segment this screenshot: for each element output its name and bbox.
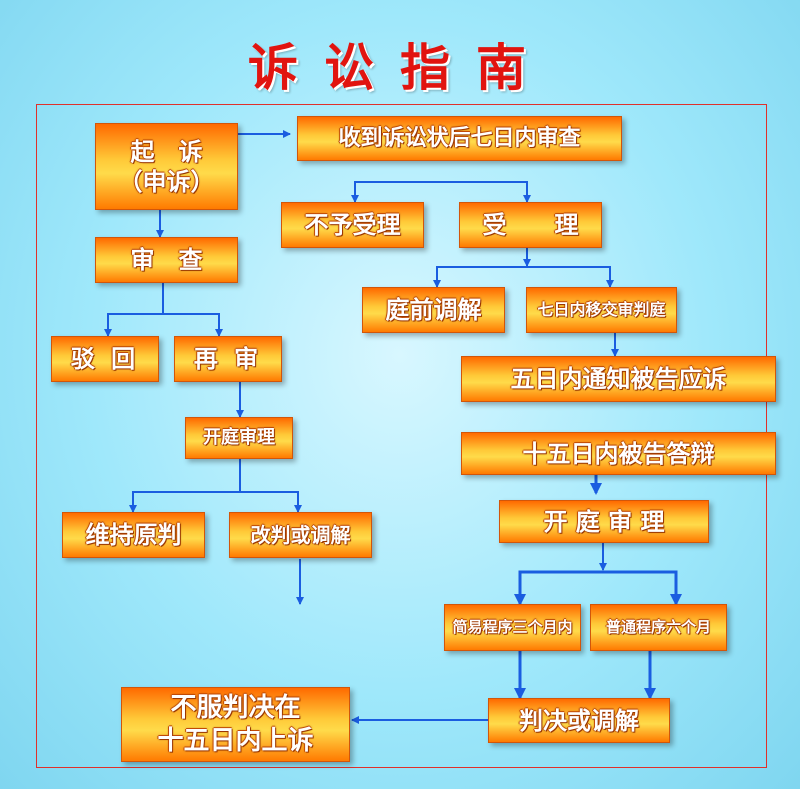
box-shouli: 受 理 xyxy=(459,202,602,248)
branch-shouli xyxy=(436,266,611,287)
box-shangsu: 不服判决在 十五日内上诉 xyxy=(121,687,350,762)
box-dabian: 十五日内被告答辩 xyxy=(461,432,776,475)
box-zaishen: 再 审 xyxy=(174,336,282,382)
box-putong: 普通程序六个月 xyxy=(590,604,727,651)
box-buyu: 不予受理 xyxy=(281,202,424,248)
box-tingqian: 庭前调解 xyxy=(362,287,505,333)
box-kaiting1: 开庭审理 xyxy=(185,417,293,459)
box-bohui: 驳 回 xyxy=(51,336,159,382)
box-gaipan: 改判或调解 xyxy=(229,512,372,558)
box-jianyi: 简易程序三个月内 xyxy=(444,604,581,651)
branch-kaiting2 xyxy=(518,570,678,604)
page-title: 诉讼指南 xyxy=(248,38,552,97)
branch-kaiting1 xyxy=(132,491,299,512)
box-kaiting2: 开 庭 审 理 xyxy=(499,500,709,543)
box-shoudao: 收到诉讼状后七日内审查 xyxy=(297,116,622,161)
box-shencha: 审 查 xyxy=(95,237,238,283)
branch-shencha xyxy=(107,313,220,336)
box-qisu: 起 诉 （申诉） xyxy=(95,123,238,210)
box-tongzhi: 五日内通知被告应诉 xyxy=(461,356,776,402)
box-panjue: 判决或调解 xyxy=(488,698,670,743)
branch-shoudao xyxy=(354,181,528,202)
box-weichi: 维持原判 xyxy=(62,512,205,558)
box-yijiao: 七日内移交审判庭 xyxy=(526,287,677,333)
